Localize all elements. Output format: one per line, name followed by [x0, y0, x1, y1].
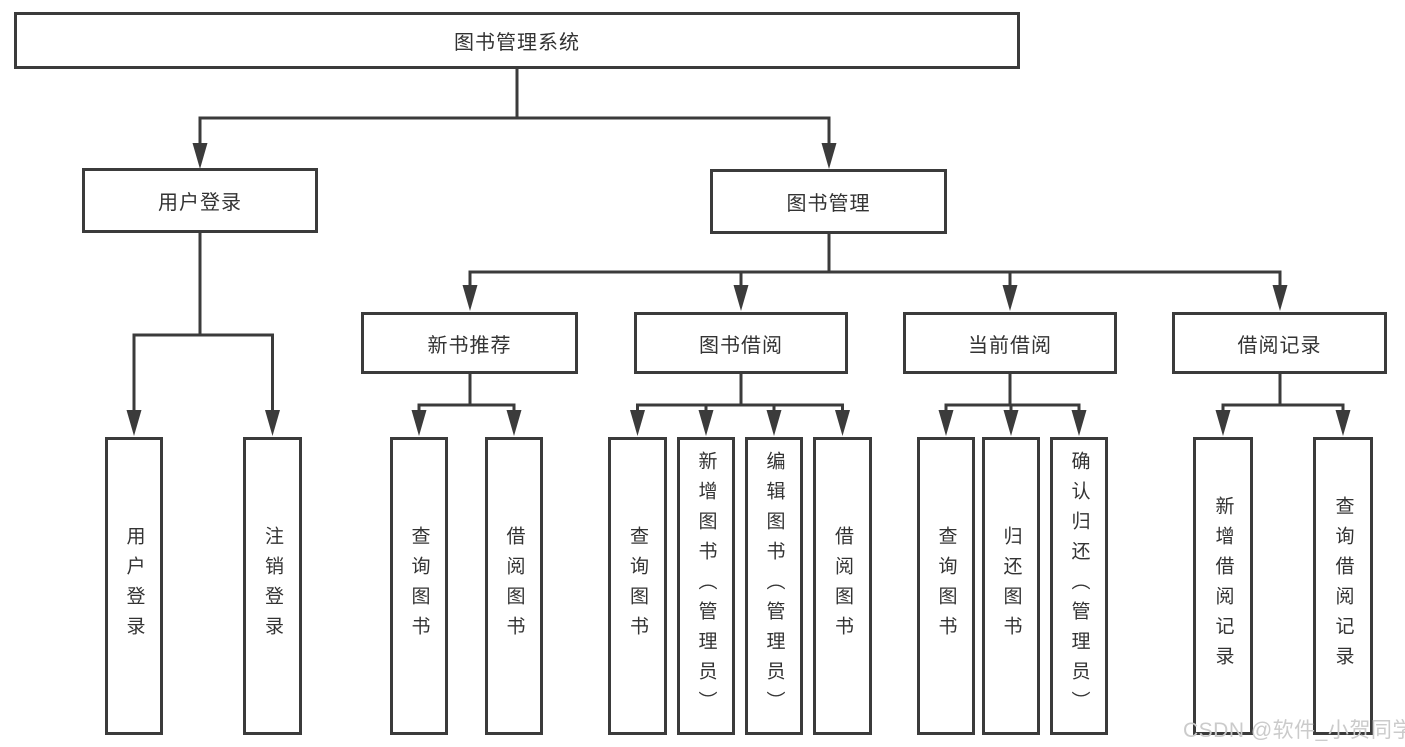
arrow-icon: [1335, 410, 1351, 436]
node-label: 查询图书: [935, 526, 957, 646]
node-label: 注销登录: [262, 526, 283, 646]
arrow-icon: [821, 143, 837, 169]
arrow-icon: [192, 143, 208, 169]
arrow-icon: [1215, 410, 1231, 436]
connector-root-to-level2: [198, 68, 831, 146]
node-label: 新书推荐: [427, 334, 512, 357]
node-recommend-query-books: 查询图书: [390, 437, 448, 735]
node-label: 查询图书: [408, 526, 430, 646]
connector-current-to-leaves: [944, 374, 1081, 412]
arrow-icon: [766, 410, 782, 436]
node-label: 图书管理系统: [454, 32, 580, 54]
node-current-confirm-return-admin: 确认归还（管理员）: [1050, 437, 1108, 735]
connector-recommend-to-leaves: [417, 374, 516, 412]
arrow-icon: [506, 410, 522, 436]
node-label: 借阅图书: [832, 526, 853, 646]
node-label: 用户登录: [158, 192, 242, 214]
node-label: 查询借阅记录: [1332, 496, 1354, 676]
node-label: 确认归还（管理员）: [1068, 451, 1090, 721]
node-label: 查询图书: [627, 526, 648, 646]
connector-records-to-leaves: [1221, 374, 1345, 412]
node-label: 借阅图书: [503, 526, 525, 646]
arrow-icon: [1272, 285, 1288, 311]
node-current-query-books: 查询图书: [917, 437, 975, 735]
arrow-icon: [462, 285, 478, 311]
connector-user-login-to-leaves: [132, 233, 274, 412]
node-borrow-records: 借阅记录: [1172, 312, 1387, 374]
node-label: 当前借阅: [968, 334, 1052, 357]
arrow-icon: [126, 410, 142, 436]
node-user-login-leaf: 用户登录: [105, 437, 163, 735]
node-records-query-borrow-record: 查询借阅记录: [1313, 437, 1373, 735]
arrow-icon: [698, 410, 714, 436]
node-recommend-borrow-books: 借阅图书: [485, 437, 543, 735]
node-label: 编辑图书（管理员）: [763, 451, 785, 721]
node-borrowing-borrow-books: 借阅图书: [813, 437, 872, 735]
node-user-login: 用户登录: [82, 168, 318, 233]
arrow-icon: [733, 285, 749, 311]
node-book-borrowing: 图书借阅: [634, 312, 848, 374]
node-label: 借阅记录: [1237, 334, 1322, 357]
arrow-icon: [265, 410, 280, 436]
arrow-icon: [938, 410, 954, 436]
node-label: 新增图书（管理员）: [695, 451, 717, 721]
arrow-icon: [1003, 410, 1019, 436]
arrowheads: [126, 143, 1351, 436]
node-borrowing-add-books-admin: 新增图书（管理员）: [677, 437, 735, 735]
watermark: CSDN @软件_小贺同学: [1183, 719, 1405, 742]
node-label: 新增借阅记录: [1212, 496, 1234, 676]
arrow-icon: [1002, 285, 1018, 311]
node-current-borrowing: 当前借阅: [903, 312, 1117, 374]
node-records-add-borrow-record: 新增借阅记录: [1193, 437, 1253, 735]
node-label: 归还图书: [1000, 526, 1022, 646]
node-label: 图书管理: [786, 193, 871, 215]
arrow-icon: [1071, 410, 1087, 436]
node-borrowing-query-books: 查询图书: [608, 437, 667, 735]
node-new-book-recommend: 新书推荐: [361, 312, 578, 374]
connector-book-mgmt-to-level3: [468, 234, 1282, 289]
node-root: 图书管理系统: [14, 12, 1020, 69]
node-borrowing-edit-books-admin: 编辑图书（管理员）: [745, 437, 803, 735]
node-current-return-books: 归还图书: [982, 437, 1040, 735]
arrow-icon: [835, 410, 850, 436]
arrow-icon: [630, 410, 645, 436]
node-label: 图书借阅: [699, 334, 783, 357]
connector-borrowing-to-leaves: [636, 374, 844, 412]
arrow-icon: [411, 410, 427, 436]
node-book-management: 图书管理: [710, 169, 947, 234]
node-logout-leaf: 注销登录: [243, 437, 302, 735]
node-label: 用户登录: [123, 526, 145, 646]
